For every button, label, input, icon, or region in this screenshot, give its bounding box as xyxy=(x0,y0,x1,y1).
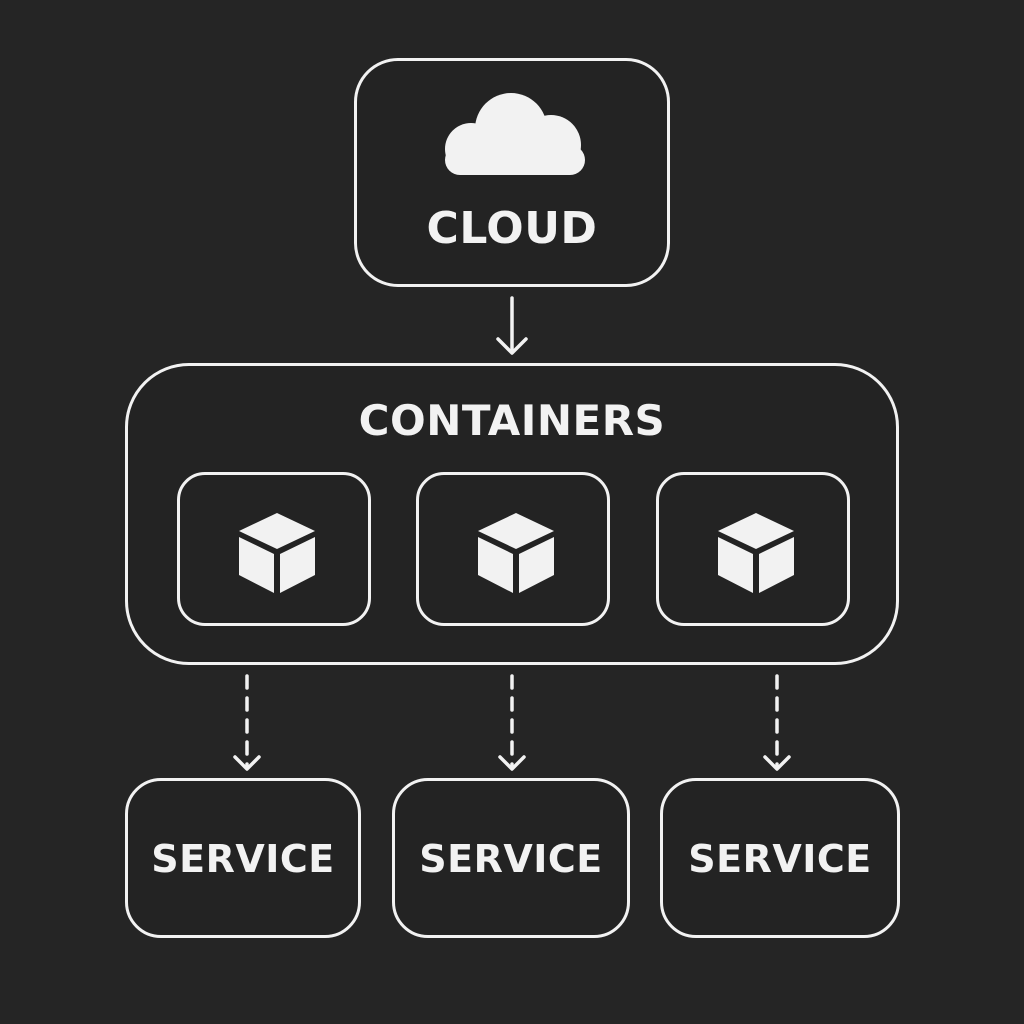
arrow-cloud-to-containers xyxy=(496,296,528,355)
service-label: SERVICE xyxy=(151,837,335,881)
container-box-1 xyxy=(177,472,371,626)
containers-node: CONTAINERS xyxy=(125,363,899,665)
cube-icon xyxy=(718,513,794,593)
cube-icon xyxy=(239,513,315,593)
cloud-label: CLOUD xyxy=(426,203,598,254)
service-node-1: SERVICE xyxy=(125,778,361,938)
arrow-containers-to-service-1 xyxy=(233,674,261,771)
container-box-3 xyxy=(656,472,850,626)
cube-icon xyxy=(478,513,554,593)
containers-label: CONTAINERS xyxy=(358,396,666,445)
arrow-containers-to-service-3 xyxy=(763,674,791,771)
cloud-icon xyxy=(445,93,585,175)
service-node-3: SERVICE xyxy=(660,778,900,938)
service-label: SERVICE xyxy=(419,837,603,881)
service-label: SERVICE xyxy=(688,837,872,881)
service-node-2: SERVICE xyxy=(392,778,630,938)
arrow-containers-to-service-2 xyxy=(498,674,526,771)
cloud-node: CLOUD xyxy=(354,58,670,287)
container-box-2 xyxy=(416,472,610,626)
